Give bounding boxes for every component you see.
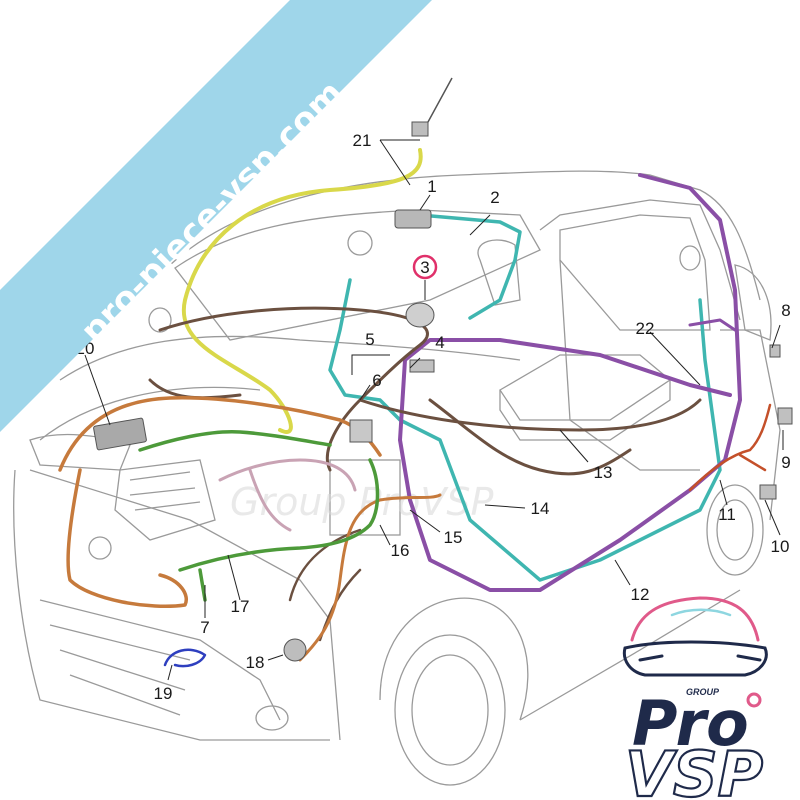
component-8-plug — [769, 344, 781, 358]
harness-21-yellow — [181, 148, 423, 434]
component-21-antenna — [411, 121, 429, 137]
callout-6: 6 — [372, 371, 381, 390]
callout-15: 15 — [444, 528, 463, 547]
component-10-module — [759, 484, 777, 500]
callout-7: 7 — [200, 618, 209, 637]
component-1-module — [394, 209, 432, 229]
antenna-rod — [427, 77, 453, 123]
callout-19: 19 — [154, 684, 173, 703]
callout-13: 13 — [594, 463, 613, 482]
callout-5: 5 — [365, 330, 374, 349]
callout-1: 1 — [427, 177, 436, 196]
harness-purple-door — [688, 318, 737, 332]
logo-car-icon — [622, 596, 768, 677]
harness-brown-center — [428, 398, 632, 476]
harness-2-teal — [418, 213, 522, 320]
callout-11: 11 — [718, 505, 736, 524]
harness-13-brown — [148, 306, 702, 472]
callout-18: 18 — [246, 653, 265, 672]
harness-11-red — [688, 403, 772, 492]
callout-21: 21 — [353, 131, 372, 150]
provsp-logo: GROUP Pro VSP — [622, 596, 768, 800]
components — [93, 77, 793, 662]
callout-8: 8 — [781, 301, 790, 320]
callout-22: 22 — [636, 319, 655, 338]
logo-group-text: GROUP — [686, 687, 720, 697]
watermark-text: Group ProVSP — [230, 480, 494, 524]
component-9-switch — [777, 407, 793, 425]
component-4-relay — [409, 359, 435, 373]
callout-16: 16 — [391, 541, 410, 560]
logo-pro-text: Pro — [632, 687, 749, 760]
harness-7-green — [138, 429, 380, 602]
harness-12-purple — [398, 173, 742, 592]
leader-lines — [84, 139, 784, 681]
component-18-horn — [283, 638, 307, 662]
logo-dot-icon — [746, 692, 762, 708]
harnesses — [58, 148, 772, 668]
callout-3: 3 — [420, 258, 429, 277]
harness-pink — [218, 458, 357, 532]
harness-teal-dash — [328, 278, 722, 582]
car-body-outline — [13, 170, 781, 786]
callout-17: 17 — [231, 597, 250, 616]
site-banner: pro-piece-vsp.com — [0, 0, 432, 432]
callout-3-highlight-ring — [412, 254, 438, 280]
callout-2: 2 — [490, 188, 499, 207]
harness-18-orange — [298, 493, 442, 662]
callout-9: 9 — [781, 453, 790, 472]
component-3-switch — [405, 302, 435, 328]
callout-10: 10 — [771, 537, 790, 556]
logo-vsp-text: VSP — [625, 738, 763, 800]
callout-14: 14 — [531, 499, 550, 518]
callout-12: 12 — [631, 585, 650, 604]
component-6-fuse — [349, 419, 373, 443]
harness-19-blue — [163, 648, 207, 668]
callout-4: 4 — [435, 333, 444, 352]
component-20-ecu — [93, 417, 147, 451]
